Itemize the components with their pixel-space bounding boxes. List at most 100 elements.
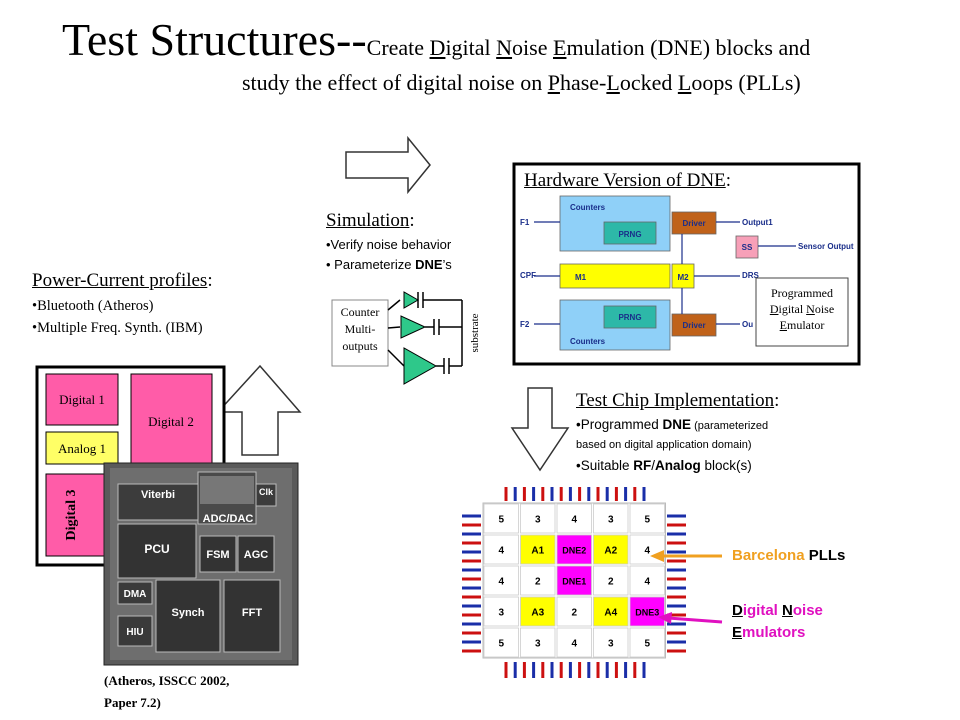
chip-cell-label: 4: [571, 515, 577, 526]
testchip-bullet-dne-line2: based on digital application domain): [576, 439, 752, 451]
chip-cell: [520, 503, 556, 534]
chip-cell: [556, 534, 592, 565]
chip-cell-label: 4: [498, 546, 504, 557]
digital2-label: Digital 2: [148, 414, 194, 429]
text-run: N: [782, 602, 793, 619]
text-run: igital: [445, 35, 497, 60]
programmed-line2: Digital Noise: [756, 301, 848, 317]
chip-cell: [483, 627, 519, 658]
programmed-dne-label: Programmed Digital Noise Emulator: [756, 285, 848, 333]
text-run: P: [547, 70, 560, 95]
chip-cell-label: 3: [498, 608, 504, 619]
text-run: oise: [814, 302, 835, 316]
analog1-label: Analog 1: [58, 441, 106, 456]
hw-f1: F1: [520, 218, 530, 227]
text-run: E: [779, 318, 787, 332]
block-digital2: [130, 373, 213, 471]
text-run: Programmed: [771, 286, 833, 300]
die-clk: Clk: [259, 487, 274, 497]
chip-cell-label: 4: [644, 577, 650, 588]
chip-cell-label: 3: [535, 639, 541, 650]
legend-dne-line1: Digital Noise: [732, 600, 823, 622]
hw-drs: DRS: [742, 271, 760, 280]
chip-cell-label: 5: [644, 639, 650, 650]
text-run: D: [769, 302, 779, 316]
power-bullet-bluetooth: •Bluetooth (Atheros): [32, 298, 154, 314]
title-main: Test Structures--: [62, 14, 367, 65]
counter-label-2: Multi-: [345, 322, 376, 336]
text-run: L: [677, 70, 692, 95]
hw-cpf: CPF: [520, 271, 536, 280]
hw-counters-bottom: Counters: [570, 337, 606, 346]
chip-cell-label: 3: [535, 515, 541, 526]
text-run: mulation (DNE) blocks and: [566, 35, 811, 60]
digital3-label: Digital 3: [64, 490, 79, 541]
chip-cell: [556, 565, 592, 596]
right-arrow-icon: [345, 135, 431, 195]
hw-sensor-output: Sensor Output: [798, 242, 854, 251]
chip-cell-label: 4: [571, 639, 577, 650]
chip-cell-label: 4: [644, 546, 650, 557]
chip-cell: [520, 627, 556, 658]
block-digital1: [45, 373, 119, 426]
hardware-block-diagram: Counters PRNG Driver M1 M2 PRNG Counters…: [520, 195, 854, 351]
chip-cell: [629, 596, 665, 627]
die-synch: Synch: [171, 607, 204, 619]
hw-f2: F2: [520, 320, 530, 329]
programmed-line3: Emulator: [756, 317, 848, 333]
hw-out-partial: Ou: [742, 320, 753, 329]
legend-dne: Digital Noise Emulators: [732, 600, 823, 644]
legend-dne-line2: Emulators: [732, 622, 823, 644]
power-bullet-ibm: •Multiple Freq. Synth. (IBM): [32, 320, 203, 336]
chip-cell: [520, 534, 556, 565]
text-run: L: [606, 70, 620, 95]
text-run: E: [732, 624, 743, 641]
digital1-label: Digital 1: [59, 392, 105, 407]
testchip-heading: Test Chip Implementation:: [576, 390, 780, 411]
title-subtitle-line2: study the effect of digital noise on Pha…: [242, 70, 801, 96]
die-viterbi: Viterbi: [141, 489, 175, 501]
chip-cell: [556, 596, 592, 627]
hw-ss: SS: [742, 243, 753, 252]
chip-cell-label: DNE3: [635, 608, 659, 618]
chip-cell: [556, 503, 592, 534]
substrate-label: substrate: [469, 313, 481, 352]
counter-label-3: outputs: [342, 339, 378, 353]
counter-label-1: Counter: [341, 305, 380, 319]
buffer-2-icon: [400, 315, 427, 339]
die-fsm: FSM: [206, 549, 229, 561]
hardware-heading: Hardware Version of DNE:: [524, 170, 732, 191]
chip-cell: [483, 503, 519, 534]
chip-cell-label: 5: [498, 639, 504, 650]
testchip-bullet-dne: •Programmed DNE (parameterized: [576, 417, 769, 432]
hw-m2: M2: [677, 273, 689, 282]
text-run: mulator: [787, 318, 825, 332]
text-run: oops (PLLs): [691, 70, 801, 95]
text-run: N: [806, 302, 815, 316]
text-run: igital: [778, 302, 807, 316]
down-arrow-icon: [510, 387, 570, 472]
die-adcdac: ADC/DAC: [203, 513, 254, 525]
text-run: hase-: [559, 70, 607, 95]
text-run: E: [553, 35, 567, 60]
die-agc: AGC: [244, 549, 269, 561]
chip-cell: [593, 596, 629, 627]
chip-cell: [483, 565, 519, 596]
programmed-dne-box: [755, 277, 849, 347]
chip-cell: [629, 627, 665, 658]
chip-cell-label: 5: [498, 515, 504, 526]
text-run: D: [429, 35, 446, 60]
chip-cell-label: A4: [604, 608, 617, 619]
chip-cell: [483, 596, 519, 627]
die-hiu: HIU: [126, 627, 143, 638]
text-run: ocked: [619, 70, 678, 95]
chip-cell-label: A3: [531, 608, 544, 619]
hw-driver-top: Driver: [682, 219, 705, 228]
chip-cell: [593, 565, 629, 596]
chip-cell: [629, 503, 665, 534]
block-digital3: [45, 473, 109, 557]
block-analog1: [45, 431, 119, 465]
chip-cell: [556, 627, 592, 658]
